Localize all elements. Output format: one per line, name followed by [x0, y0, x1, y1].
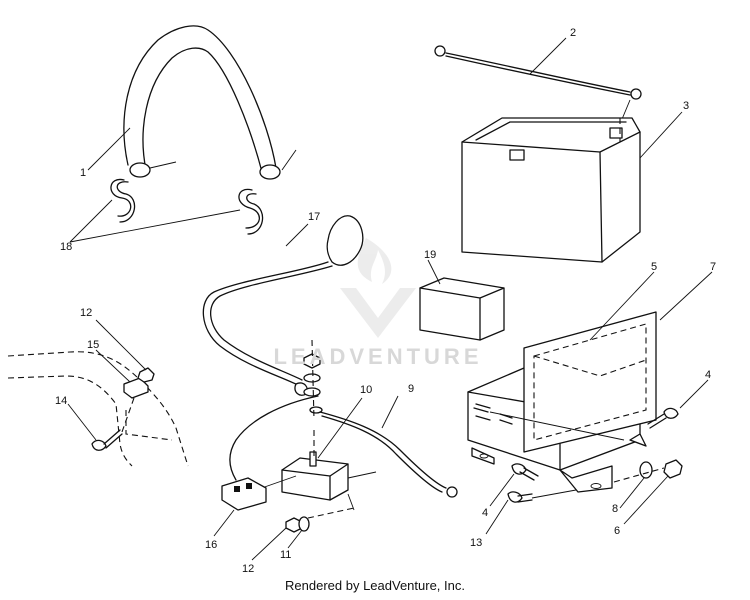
watermark-logo-icon [340, 238, 416, 338]
connector-plug [221, 395, 319, 511]
battery-tray [467, 311, 657, 493]
s-hook-right [238, 188, 264, 235]
callout-7: 7 [710, 261, 716, 273]
leader-lines [67, 37, 713, 561]
mounting-bracket [91, 367, 155, 451]
nut-6 [613, 459, 683, 483]
footer-credit: Rendered by LeadVenture, Inc. [285, 578, 465, 593]
callout-4-lower: 4 [482, 507, 488, 519]
watermark-text: LEADVENTURE [273, 344, 483, 369]
callout-18: 18 [60, 241, 72, 253]
callout-5: 5 [651, 261, 657, 273]
callout-17: 17 [308, 211, 320, 223]
callout-11: 11 [280, 549, 291, 561]
s-hook-left [110, 178, 136, 223]
callout-13: 13 [470, 537, 482, 549]
callout-14: 14 [55, 395, 67, 407]
washer-8 [639, 461, 653, 479]
callout-10: 10 [360, 384, 372, 396]
bolt-lower [511, 463, 539, 481]
callout-9: 9 [408, 383, 414, 395]
callout-4-right: 4 [705, 369, 711, 381]
bolt-13 [507, 489, 577, 503]
battery-pad [419, 277, 505, 341]
battery [461, 117, 641, 263]
callout-19: 19 [424, 249, 436, 261]
callout-3: 3 [683, 100, 689, 112]
callout-15: 15 [87, 339, 99, 351]
callout-1: 1 [80, 167, 86, 179]
callout-8: 8 [612, 503, 618, 515]
bolt-right [629, 407, 679, 447]
frame-outline [7, 351, 189, 467]
battery-cable-long [202, 215, 364, 396]
hardware-stack [303, 339, 323, 421]
battery-cable-top [434, 45, 642, 125]
callout-16: 16 [205, 539, 217, 551]
callout-2: 2 [570, 27, 576, 39]
callout-12-upper: 12 [80, 307, 92, 319]
solenoid [255, 430, 377, 511]
lower-hardware [285, 507, 355, 533]
callout-12-lower: 12 [242, 563, 254, 575]
callout-6: 6 [614, 525, 620, 537]
battery-strap [123, 25, 297, 180]
callout-labels: 1 2 3 4 4 5 6 7 8 9 10 11 12 12 13 14 15… [55, 27, 716, 575]
